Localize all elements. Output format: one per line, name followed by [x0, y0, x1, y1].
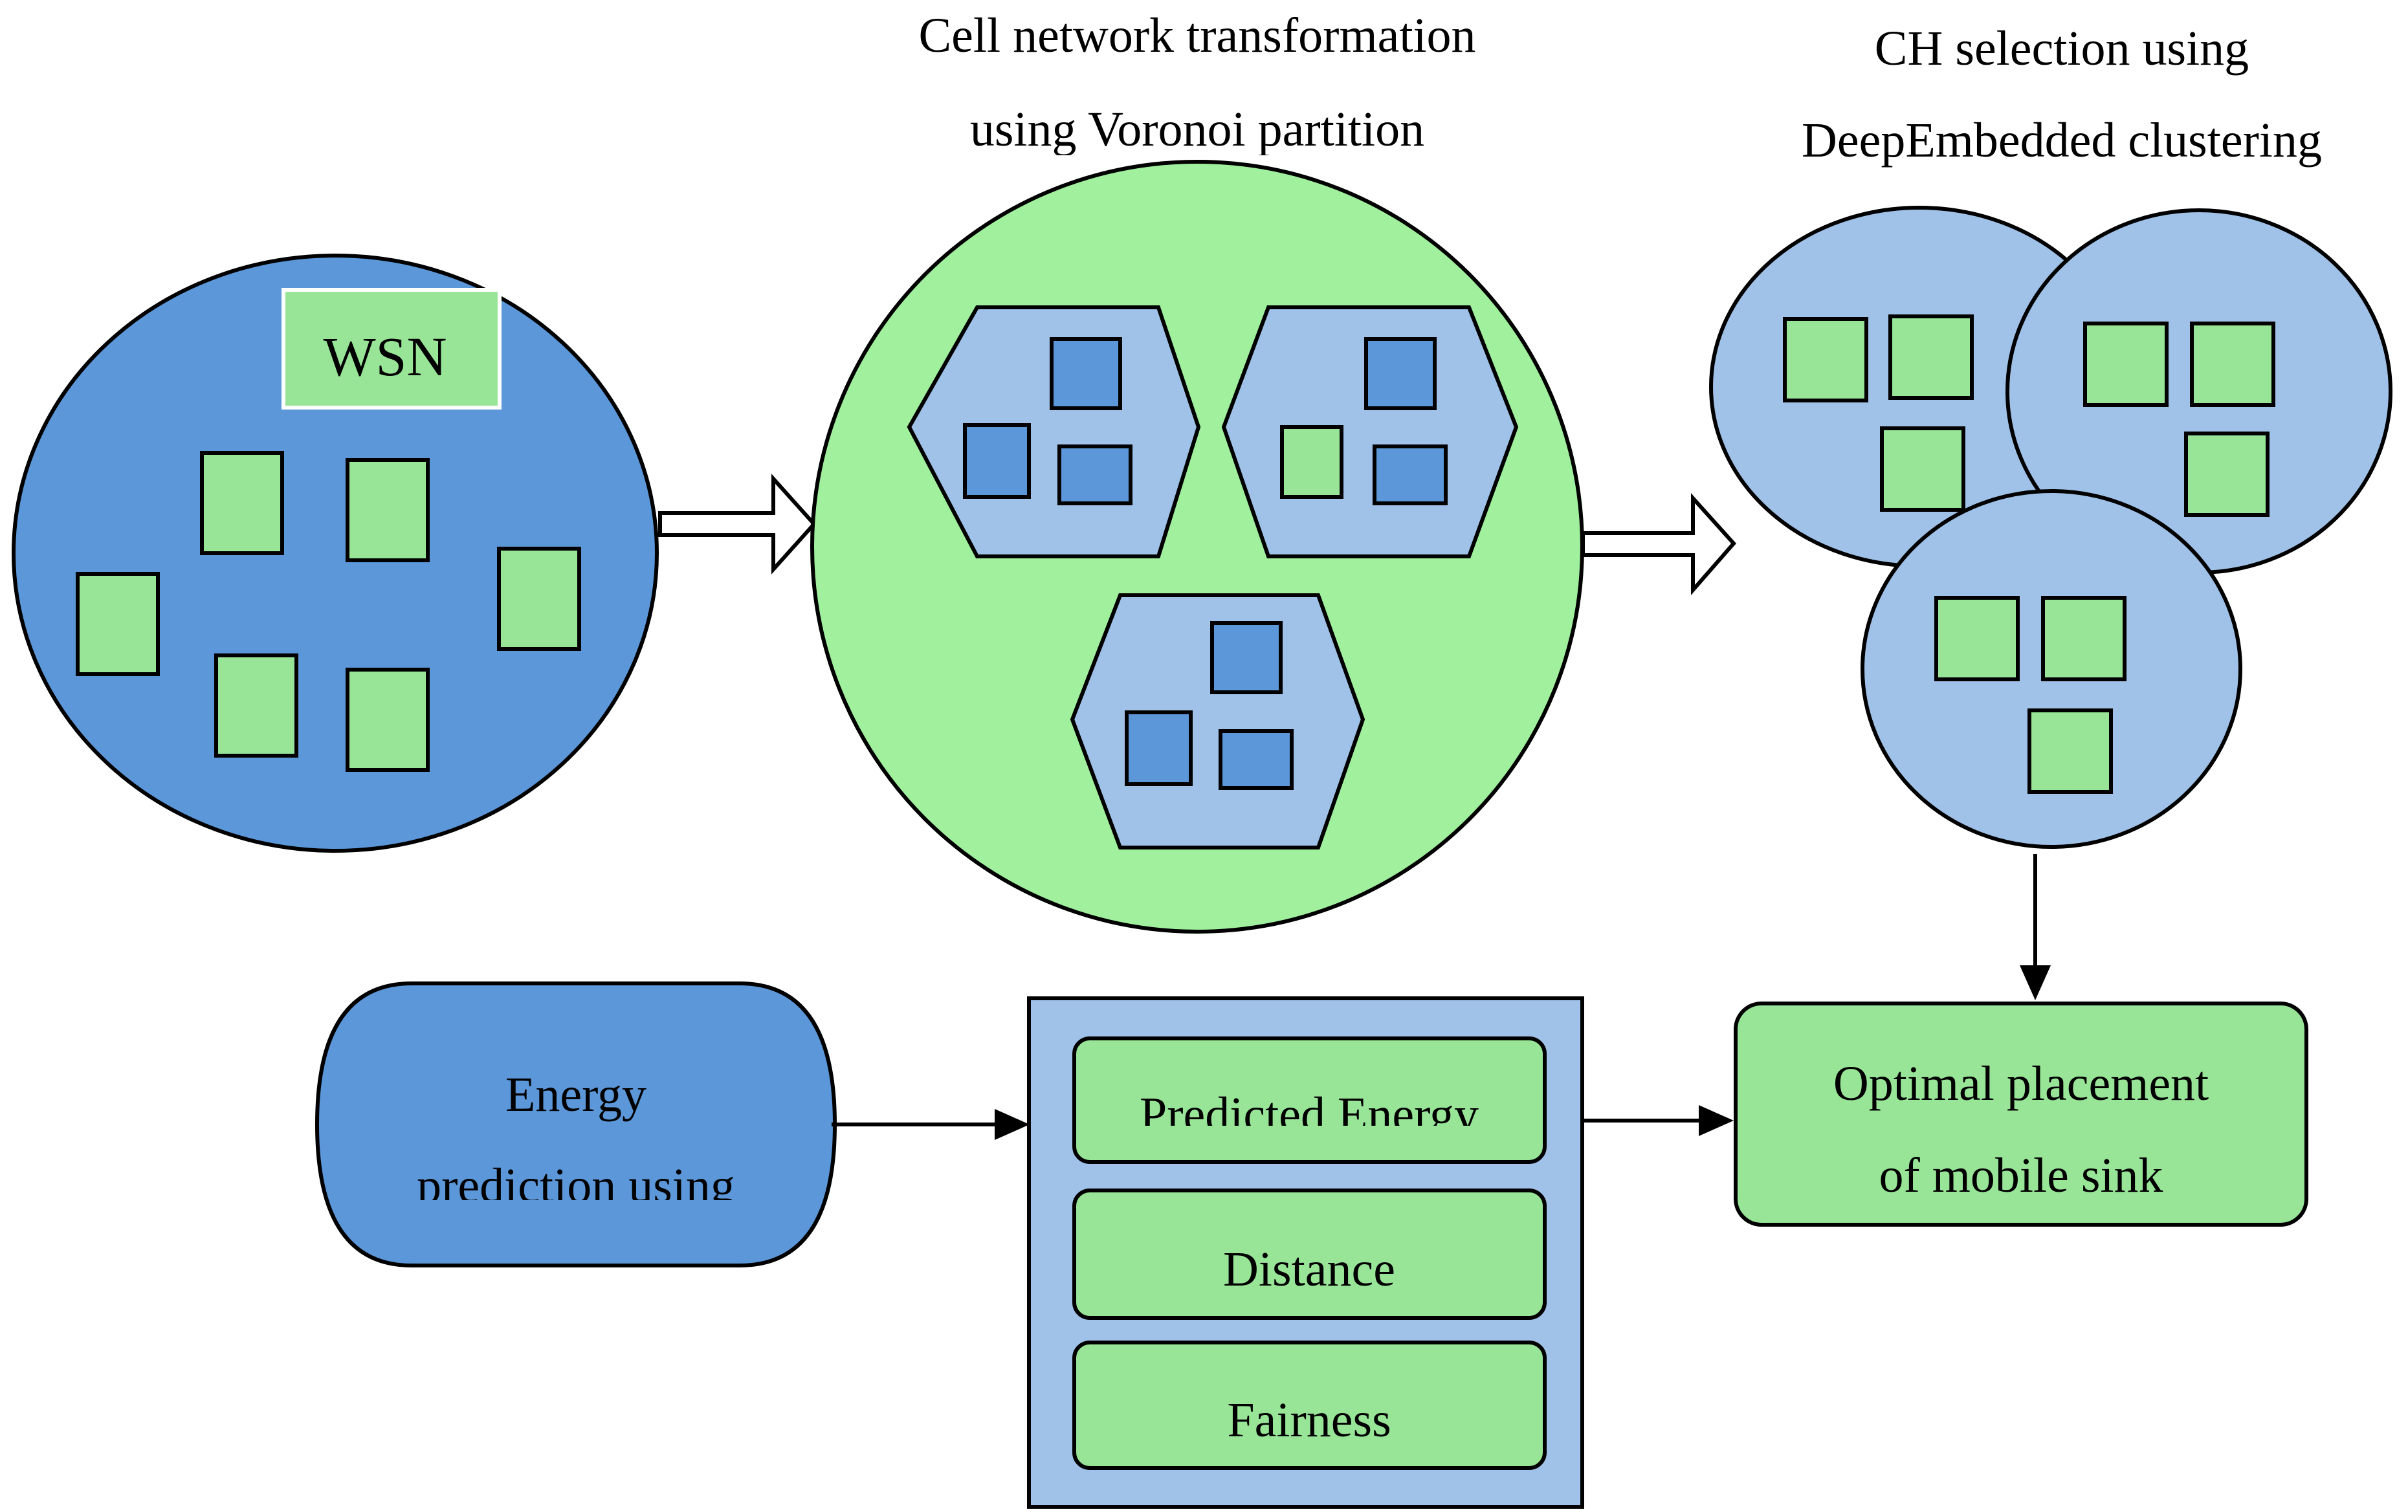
optimal-placement-node: Optimal placement of mobile sink — [1734, 1002, 2308, 1227]
placement-label-line2: of mobile sink — [1879, 1148, 2163, 1203]
cluster-node — [2190, 322, 2275, 407]
cell-node — [1125, 710, 1193, 786]
voronoi-title-line2: using Voronoi partition — [970, 102, 1424, 157]
hollow-arrow-right — [1581, 493, 1737, 595]
cell-node — [1373, 444, 1448, 505]
energy-prediction-node: Energy prediction using — [315, 981, 837, 1267]
criteria-panel: Predicted Energy Distance Fairness — [1027, 996, 1584, 1509]
cell-node — [963, 423, 1031, 499]
arrow-head-down — [2020, 965, 2051, 1000]
ch-title-line2: DeepEmbedded clustering — [1802, 113, 2322, 168]
wsn-label: WSN — [323, 325, 447, 388]
sensor-node — [497, 547, 581, 651]
ch-title-line1: CH selection using — [1875, 21, 2249, 76]
criteria-item-box — [1072, 1341, 1547, 1470]
cluster-node — [1888, 314, 1974, 400]
voronoi-section: Cell network transformation using Vorono… — [810, 8, 1584, 934]
arrow-head-right — [1699, 1105, 1734, 1136]
sensor-node — [76, 572, 160, 676]
criteria-item-distance: Distance — [1223, 1242, 1395, 1297]
energy-label-line1: Energy — [505, 1068, 646, 1122]
ch-selection-section: CH selection using DeepEmbedded clusteri… — [1709, 21, 2392, 849]
placement-box — [1734, 1002, 2308, 1227]
placement-label-line1: Optimal placement — [1833, 1057, 2209, 1111]
sensor-node — [214, 653, 298, 758]
voronoi-title-line1: Cell network transformation — [918, 8, 1475, 63]
energy-terminator-shape — [315, 981, 837, 1267]
cluster-node — [2184, 432, 2270, 517]
criteria-item-box — [1072, 1036, 1547, 1164]
cell-node — [1219, 729, 1294, 790]
cluster-node — [2041, 596, 2126, 681]
cluster-node — [1880, 426, 1965, 512]
hollow-arrow-right — [658, 474, 817, 575]
sensor-node — [346, 458, 430, 562]
criteria-item-fairness: Fairness — [1227, 1393, 1391, 1447]
cell-node — [1280, 425, 1343, 499]
energy-label-line2: prediction using — [417, 1159, 735, 1213]
wsn-label-box — [282, 288, 502, 410]
arrow-head-right — [995, 1109, 1030, 1140]
cluster-node — [2027, 708, 2113, 794]
cell-node — [1050, 337, 1122, 410]
cell-node — [1057, 444, 1132, 505]
cell-node — [1364, 337, 1437, 410]
criteria-item-box — [1072, 1189, 1547, 1320]
wsn-network: WSN — [12, 254, 659, 853]
cluster-node — [1783, 317, 1868, 402]
cluster-node — [2083, 322, 2169, 407]
cluster-node — [1934, 596, 2020, 681]
cell-node — [1210, 621, 1283, 694]
sensor-node — [200, 451, 284, 555]
sensor-node — [346, 668, 430, 772]
criteria-item-predicted-energy: Predicted Energy — [1140, 1088, 1479, 1142]
